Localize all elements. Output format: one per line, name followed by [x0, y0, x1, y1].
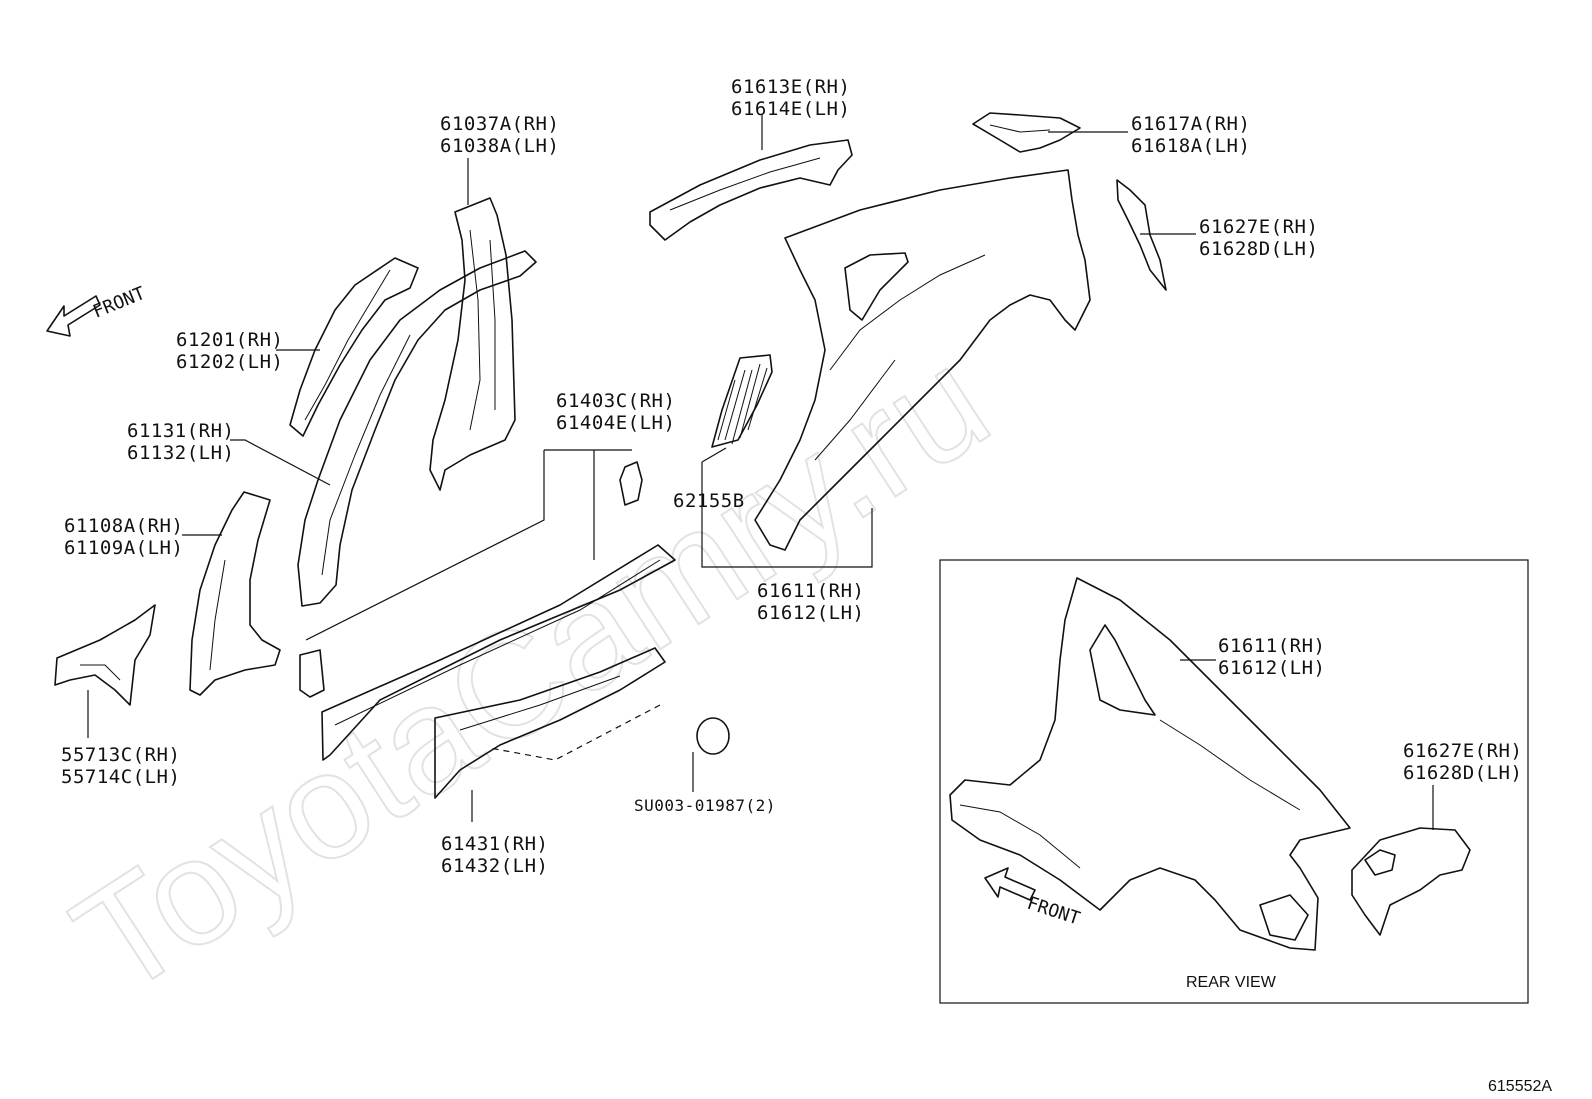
- svg-text:61628D(LH): 61628D(LH): [1403, 762, 1522, 784]
- svg-text:61627E(RH): 61627E(RH): [1199, 216, 1318, 238]
- svg-text:62155B: 62155B: [673, 490, 745, 512]
- svg-text:61038A(LH): 61038A(LH): [440, 135, 559, 157]
- svg-text:61627E(RH): 61627E(RH): [1403, 740, 1522, 762]
- callout-61108a: 61108A(RH) 61109A(LH): [64, 515, 183, 559]
- callout-61403c: 61403C(RH) 61404E(LH): [556, 390, 675, 434]
- callout-61037a: 61037A(RH) 61038A(LH): [440, 113, 559, 157]
- part-cowl-bracket: [54, 604, 156, 706]
- svg-text:55713C(RH): 55713C(RH): [61, 744, 180, 766]
- svg-text:61131(RH): 61131(RH): [127, 420, 234, 442]
- callout-61431: 61431(RH) 61432(LH): [441, 833, 548, 877]
- svg-text:61611(RH): 61611(RH): [1218, 635, 1325, 657]
- callout-62155b: 62155B: [673, 490, 745, 512]
- callout-su003: SU003-01987(2): [634, 796, 776, 815]
- svg-text:61611(RH): 61611(RH): [757, 580, 864, 602]
- callout-55713c: 55713C(RH) 55714C(LH): [61, 744, 180, 788]
- part-extension-61627: [1116, 179, 1167, 291]
- svg-text:61614E(LH): 61614E(LH): [731, 98, 850, 120]
- svg-text:61628D(LH): 61628D(LH): [1199, 238, 1318, 260]
- inset-callout-61627e: 61627E(RH) 61628D(LH): [1403, 740, 1522, 784]
- svg-text:61132(LH): 61132(LH): [127, 442, 234, 464]
- callout-61613e: 61613E(RH) 61614E(LH): [731, 76, 850, 120]
- inset-front-label: FRONT: [1024, 893, 1082, 930]
- callout-61131: 61131(RH) 61132(LH): [127, 420, 234, 464]
- part-a-pillar-reinforcement: [289, 257, 419, 437]
- part-roof-rail-rear: [649, 139, 853, 241]
- inset-callout-61611: 61611(RH) 61612(LH): [1218, 635, 1325, 679]
- svg-text:61612(LH): 61612(LH): [1218, 657, 1325, 679]
- inset-front-arrow-icon: FRONT: [984, 867, 1083, 930]
- svg-text:61109A(LH): 61109A(LH): [64, 537, 183, 559]
- svg-text:55714C(LH): 55714C(LH): [61, 766, 180, 788]
- part-plug-su003: [696, 717, 730, 755]
- part-bracket-61617: [972, 112, 1081, 153]
- part-pad-62155b: [711, 354, 773, 448]
- front-arrow-icon: FRONT: [46, 283, 148, 337]
- svg-text:61617A(RH): 61617A(RH): [1131, 113, 1250, 135]
- inset-quarter-panel: [949, 577, 1351, 951]
- svg-text:61432(LH): 61432(LH): [441, 855, 548, 877]
- svg-text:61202(LH): 61202(LH): [176, 351, 283, 373]
- inset-extension-part: [1351, 827, 1471, 936]
- callout-61611: 61611(RH) 61612(LH): [757, 580, 864, 624]
- part-rocker-molding: [434, 647, 666, 799]
- leader-lines: [87, 115, 1196, 822]
- rear-view-inset: 61611(RH) 61612(LH) 61627E(RH) 61628D(LH…: [939, 559, 1529, 1004]
- part-roof-side-rail: [297, 250, 537, 607]
- front-label: FRONT: [90, 283, 148, 323]
- part-center-pillar-lower: [189, 491, 281, 696]
- svg-text:SU003-01987(2): SU003-01987(2): [634, 796, 776, 815]
- callout-61201: 61201(RH) 61202(LH): [176, 329, 283, 373]
- callout-61627e: 61627E(RH) 61628D(LH): [1199, 216, 1318, 260]
- diagram-id: 615552A: [1488, 1078, 1552, 1095]
- svg-text:61404E(LH): 61404E(LH): [556, 412, 675, 434]
- svg-text:61403C(RH): 61403C(RH): [556, 390, 675, 412]
- svg-text:61431(RH): 61431(RH): [441, 833, 548, 855]
- svg-text:61201(RH): 61201(RH): [176, 329, 283, 351]
- svg-text:61618A(LH): 61618A(LH): [1131, 135, 1250, 157]
- svg-text:61612(LH): 61612(LH): [757, 602, 864, 624]
- callout-61617a: 61617A(RH) 61618A(LH): [1131, 113, 1250, 157]
- svg-text:61108A(RH): 61108A(RH): [64, 515, 183, 537]
- part-pillar-inner: [429, 197, 516, 491]
- part-rocker-panel: [299, 461, 676, 761]
- svg-text:61037A(RH): 61037A(RH): [440, 113, 559, 135]
- part-quarter-panel: [754, 169, 1091, 551]
- svg-text:61613E(RH): 61613E(RH): [731, 76, 850, 98]
- inset-title: REAR VIEW: [1186, 974, 1277, 991]
